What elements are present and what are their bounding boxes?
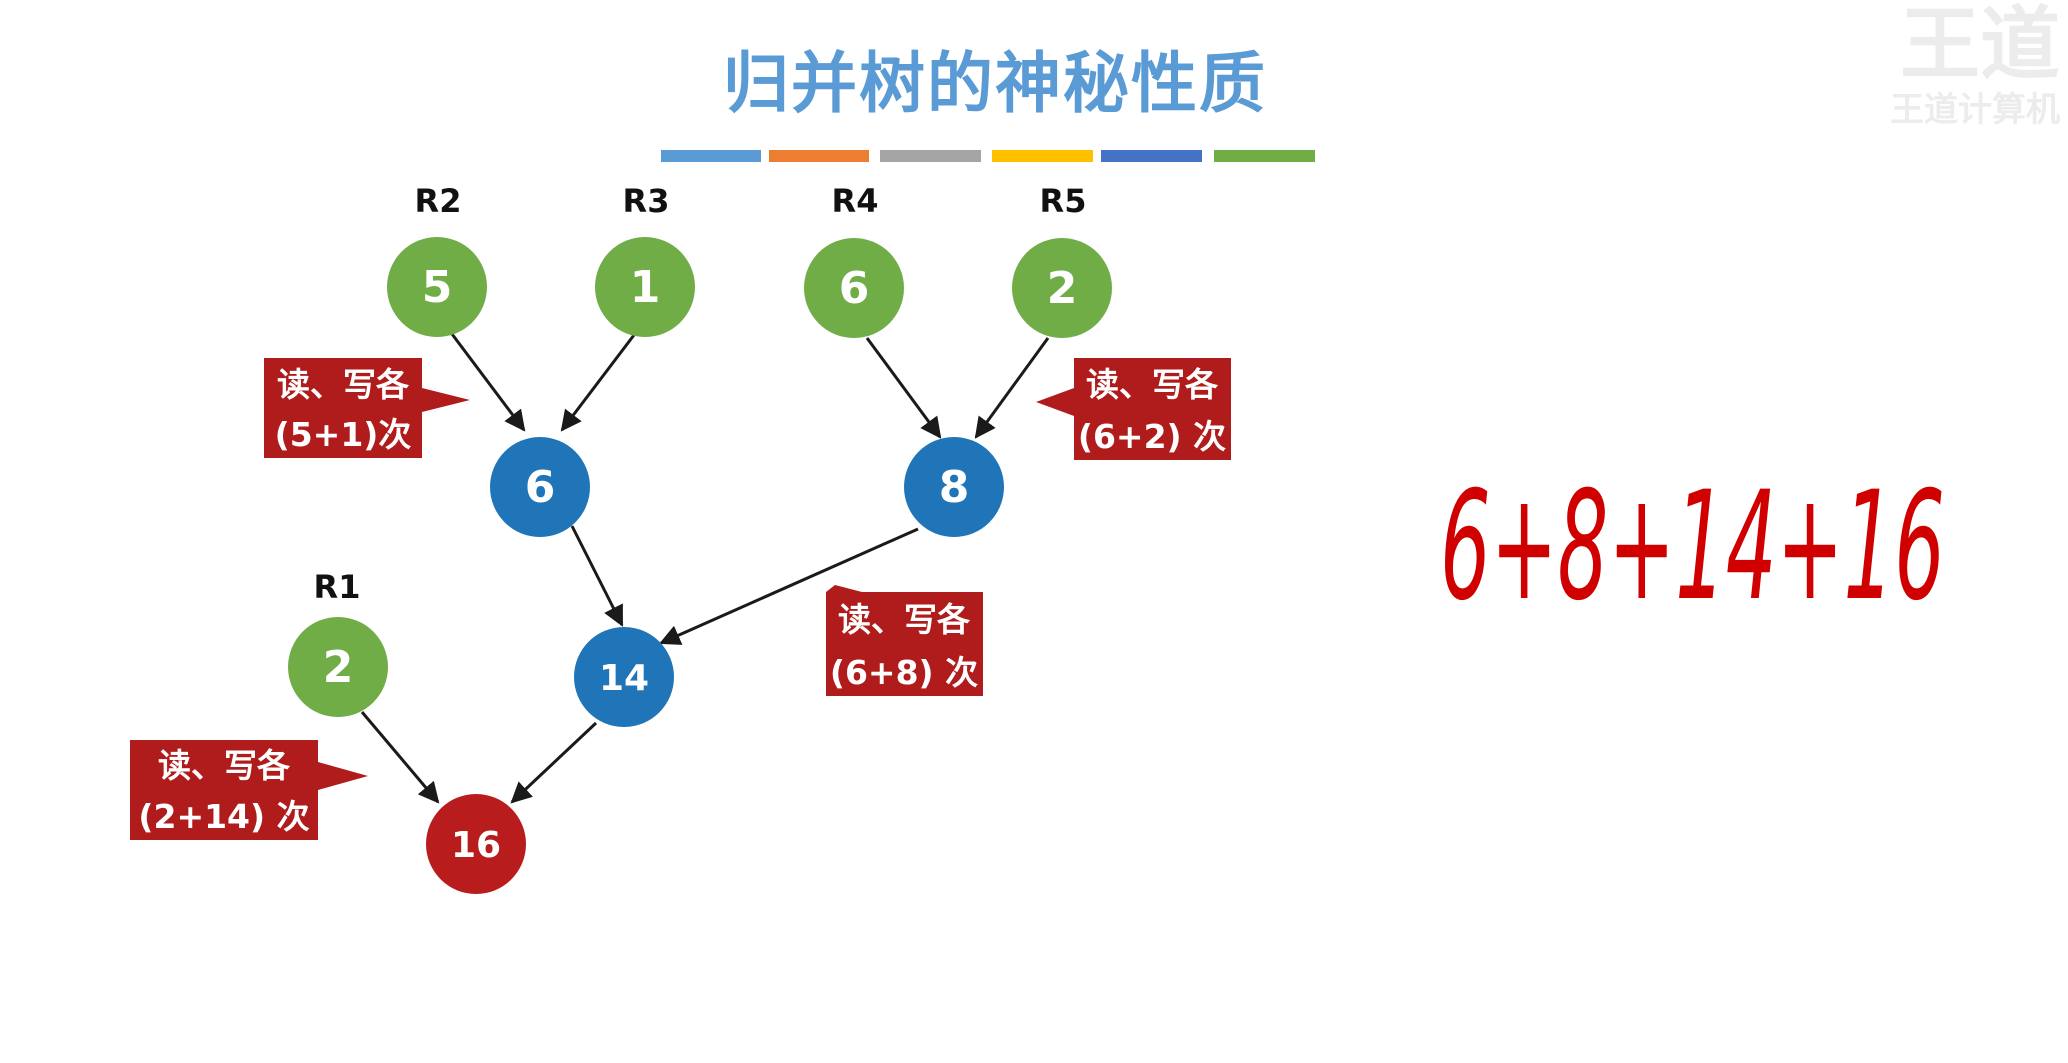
callout-pointer [318,762,368,790]
internal-node-circle [574,627,674,727]
callout-line2: (2+14) 次 [138,797,309,836]
color-bar-6 [1214,150,1315,162]
leaf-node-circle [387,237,487,337]
node-value: 16 [451,825,501,866]
edge-r4-m2 [865,337,942,439]
internal-node-circle [904,437,1004,537]
node-value: 14 [599,658,649,699]
callout-box [1074,358,1231,460]
run-label-r4: R4 [832,182,879,220]
node-r2: 5 [387,237,487,337]
callout-pointer [422,388,470,412]
node-value: 1 [630,262,661,313]
color-bar-5 [1101,150,1202,162]
node-m1: 6 [490,437,590,537]
color-bar-2 [769,150,869,162]
color-bar-1 [661,150,761,162]
color-bar-4 [992,150,1093,162]
node-m3: 14 [574,627,674,727]
callout-box [826,592,983,696]
callout-line1: 读、写各 [277,365,410,404]
node-value: 2 [1047,263,1078,314]
leaf-node-circle [595,237,695,337]
node-value: 6 [839,263,870,314]
node-value: 2 [323,642,354,693]
watermark-logo: 王道 王道计算机 [1750,0,2060,160]
callout-pointer [1036,388,1074,416]
node-value: 8 [939,462,970,513]
leaf-node-circle [288,617,388,717]
callout-pointer [826,585,862,592]
node-root: 16 [426,794,526,894]
run-label-r2: R2 [415,182,462,220]
node-r3: 1 [595,237,695,337]
handwritten-note: 6+8+14+16 [1440,460,1945,634]
watermark-line2: 王道计算机 [1890,90,2060,130]
node-r1: 2 [288,617,388,717]
edge-r1-root [360,711,440,804]
callout-line1: 读、写各 [158,746,291,785]
run-labels: R2 R3 R4 R5 R1 [314,182,1087,606]
callout-line2: (5+1)次 [275,415,412,454]
slide-title: 归并树的神秘性质 [723,45,1267,122]
leaf-node-circle [804,238,904,338]
node-value: 6 [525,462,556,513]
callout-line1: 读、写各 [1086,365,1219,404]
edge-m3-root [510,721,598,804]
edges [360,333,1050,804]
edge-m1-m3 [570,525,624,627]
run-label-r3: R3 [623,182,670,220]
run-label-r5: R5 [1040,182,1087,220]
callout-2: 读、写各 (6+2) 次 [1036,358,1231,460]
callout-line2: (6+8) 次 [830,653,978,692]
node-r4: 6 [804,238,904,338]
callout-4: 读、写各 (2+14) 次 [130,740,368,840]
root-node-circle [426,794,526,894]
node-r5: 2 [1012,238,1112,338]
callout-box [264,358,422,458]
leaf-node-circle [1012,238,1112,338]
edge-r3-m1 [560,334,636,432]
node-value: 5 [422,262,453,313]
callout-box [130,740,318,840]
internal-node-circle [490,437,590,537]
callout-1: 读、写各 (5+1)次 [264,358,470,458]
callout-line1: 读、写各 [838,600,971,639]
edge-r2-m1 [450,333,526,432]
edge-m2-m3 [659,527,919,645]
color-bar-3 [880,150,981,162]
callout-3: 读、写各 (6+8) 次 [826,585,983,696]
watermark-line1: 王道 [1900,0,2060,91]
callout-line2: (6+2) 次 [1078,417,1226,456]
run-label-r1: R1 [314,568,361,606]
node-m2: 8 [904,437,1004,537]
edge-r5-m2 [974,337,1050,439]
